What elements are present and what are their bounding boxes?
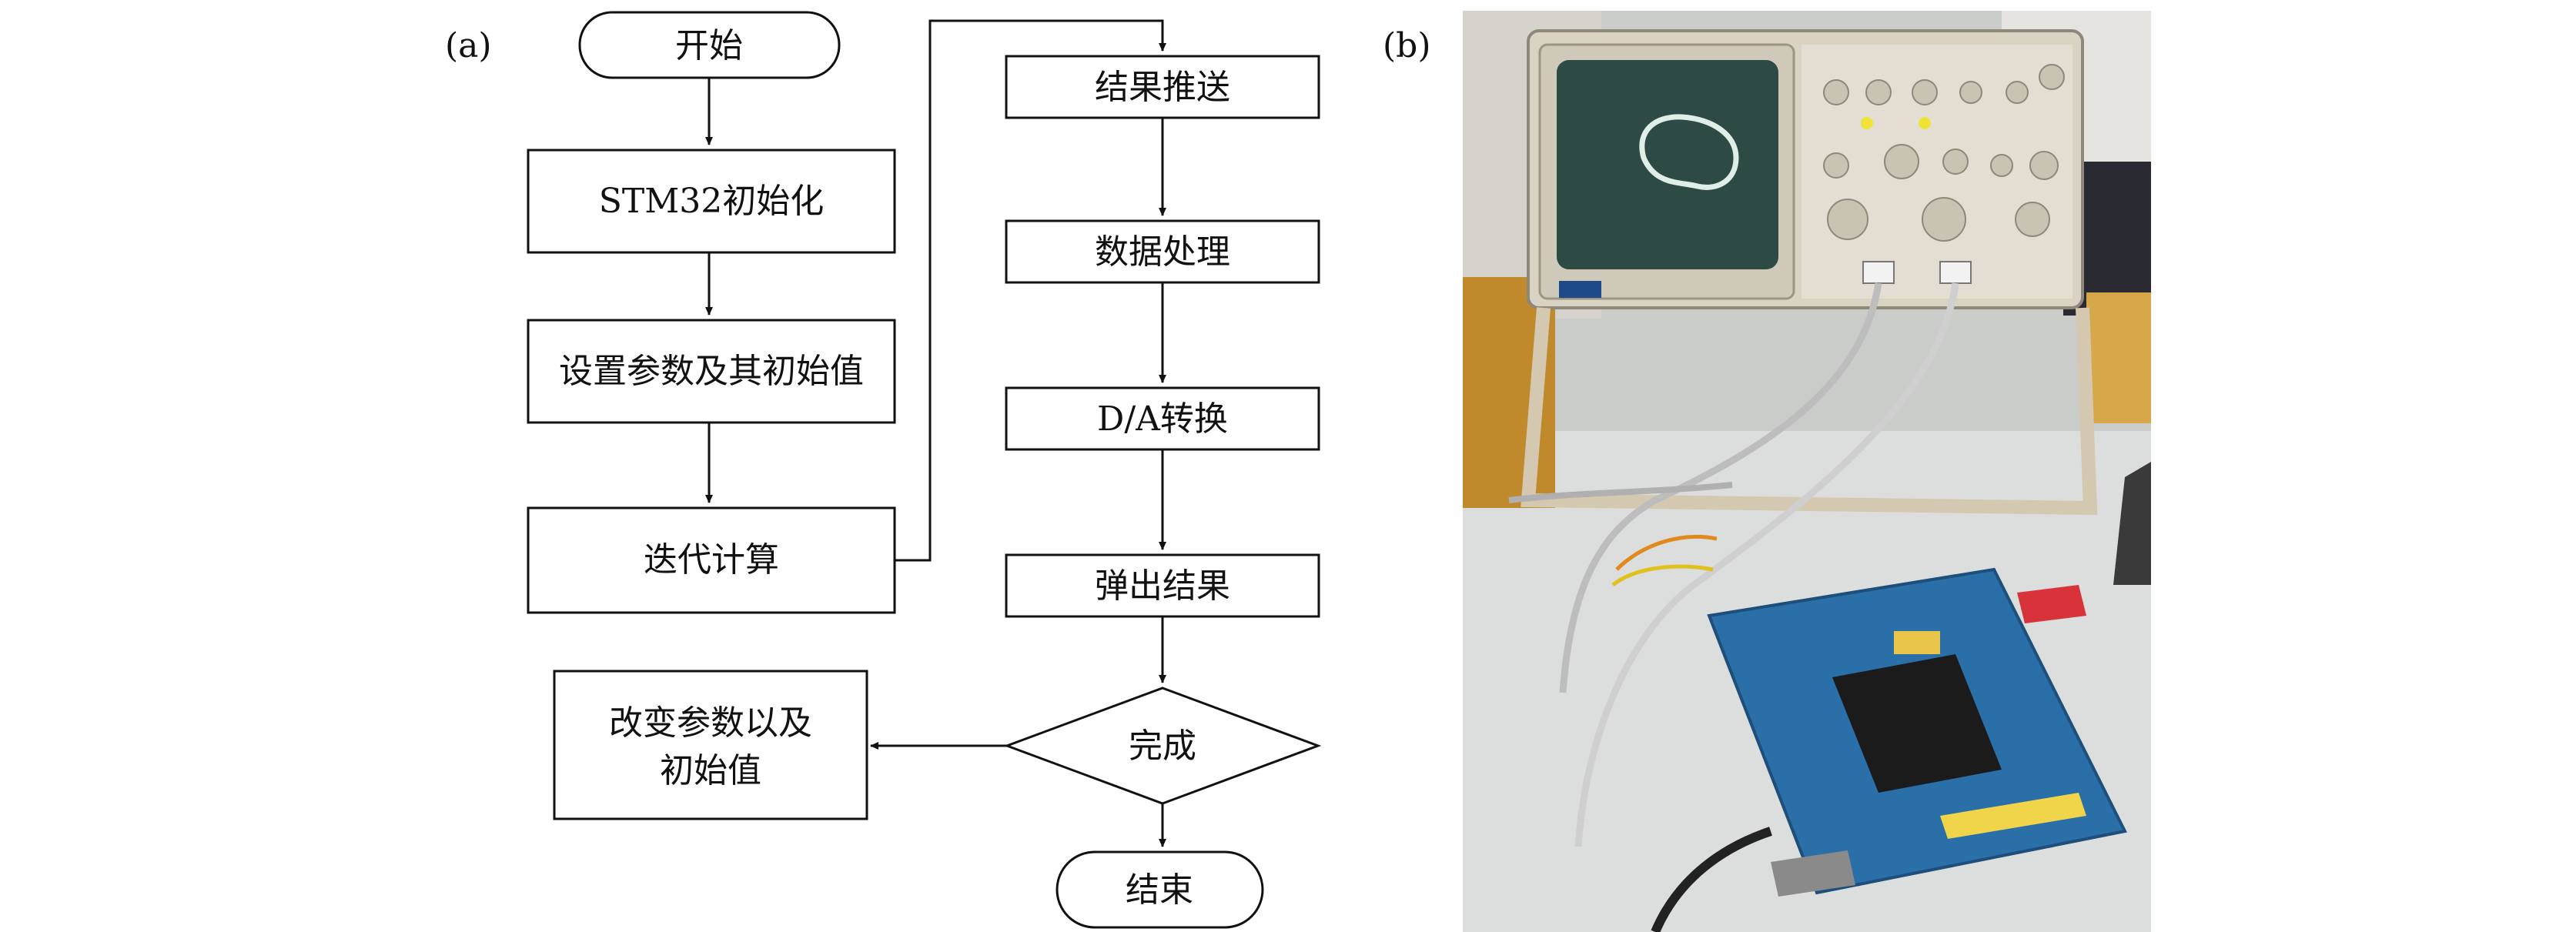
input-connector-1: [1862, 261, 1895, 284]
flowchart: 开始 STM32初始化 设置参数及其初始值 迭代计算 结果推送 数据处理 D/A…: [527, 11, 1322, 929]
push-result-label: 结果推送: [1095, 68, 1230, 107]
indicator-led-2: [1919, 117, 1931, 129]
set-params-box: [527, 319, 896, 424]
probe-cable-1: [1559, 282, 1882, 693]
data-process-label: 数据处理: [1095, 232, 1230, 272]
input-connector-2: [1939, 261, 1972, 284]
end-label: 结束: [1126, 870, 1193, 910]
power-cable: [1651, 827, 1772, 932]
panel-a-label: (a): [445, 26, 492, 65]
oscilloscope-screen: [1557, 60, 1778, 269]
usb-cable-red: [2017, 585, 2086, 623]
jumper-wire-yellow: [1611, 564, 1714, 586]
panel-b-label: (b): [1383, 26, 1431, 65]
cabinet-right: [2086, 292, 2151, 423]
ethernet-port: [1771, 850, 1855, 897]
change-params-box: [553, 670, 868, 820]
photo-oscilloscope-board: [1463, 11, 2151, 932]
da-convert-label: D/A转换: [1097, 399, 1228, 439]
done-label: 完成: [1129, 727, 1196, 766]
lissajous-trace: [1639, 114, 1739, 190]
control-knobs: [1823, 64, 2065, 242]
set-params-label: 设置参数及其初始值: [559, 352, 864, 391]
stm32-init-box: [527, 149, 896, 254]
popup-result-label: 弹出结果: [1095, 566, 1230, 606]
data-process-box: [1005, 219, 1320, 284]
stm32-init-label: STM32初始化: [599, 182, 825, 221]
arrow-iterate-to-push: [895, 19, 1166, 562]
bench-black-object: [2113, 462, 2151, 585]
oscilloscope-stand: [1521, 307, 2098, 516]
start-label: 开始: [675, 26, 743, 65]
header-pins-bottom: [1940, 793, 2086, 839]
probe-cable-2: [1574, 282, 1959, 847]
lcd-module: [1832, 654, 2002, 793]
brand-badge: [1559, 281, 1601, 298]
end-terminal: [1055, 850, 1264, 929]
da-convert-box: [1005, 386, 1320, 451]
change-params-label-line1: 改变参数以及: [609, 703, 812, 743]
jumper-wire-orange: [1615, 534, 1718, 571]
probe-cable-3: [1508, 482, 1733, 503]
change-params-label-line2: 初始值: [660, 751, 761, 790]
iterate-label: 迭代计算: [644, 540, 779, 580]
push-result-box: [1005, 55, 1320, 119]
popup-result-box: [1005, 553, 1320, 618]
header-pins-top: [1894, 631, 1940, 654]
indicator-led-1: [1861, 117, 1873, 129]
